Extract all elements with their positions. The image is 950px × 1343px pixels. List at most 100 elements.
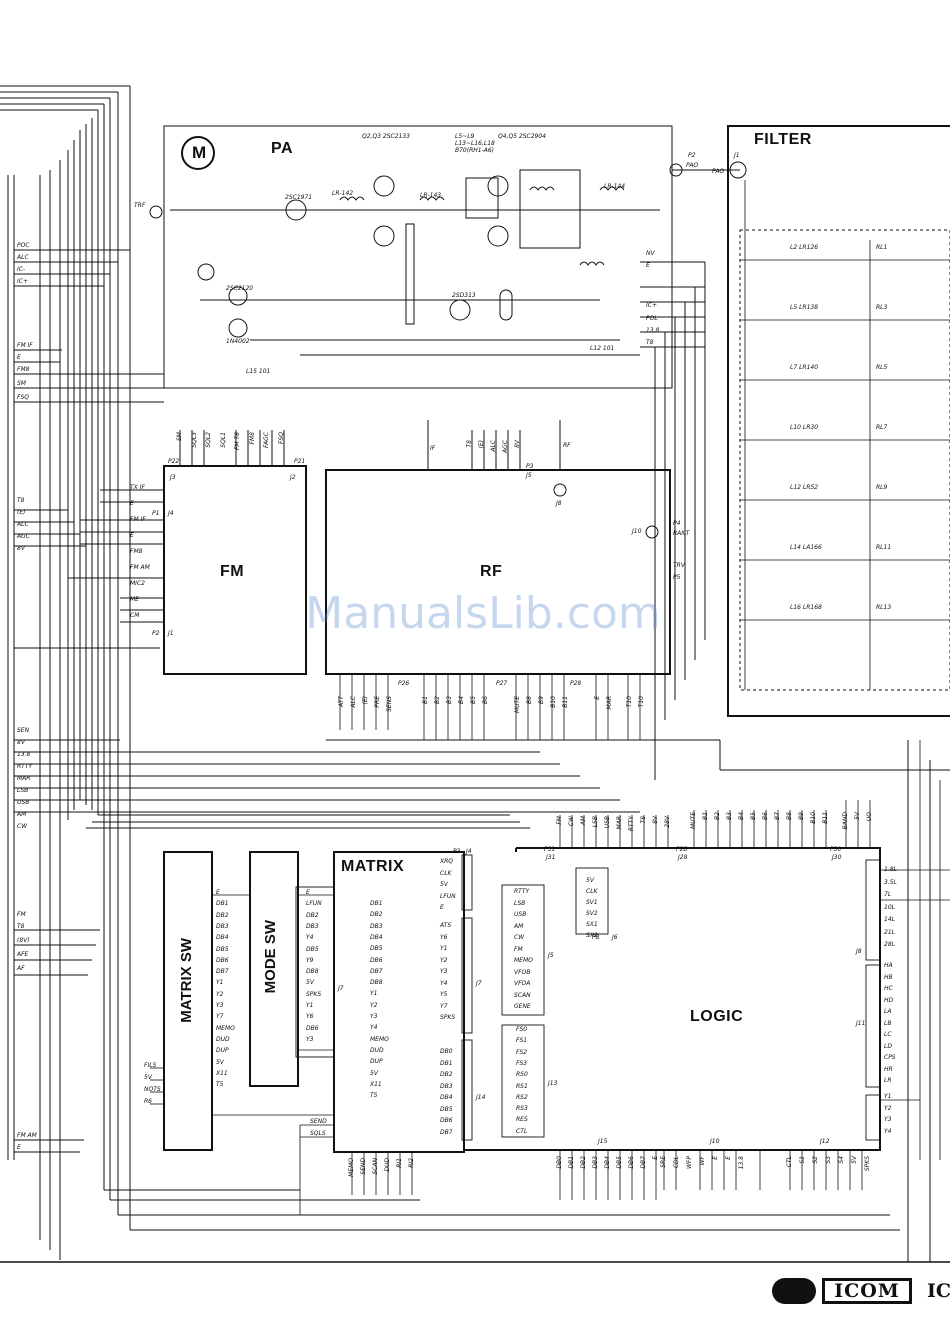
matrix-sw-pin-3: DB3 <box>216 922 229 930</box>
logic-j31-pin-6: RTTY <box>628 816 635 832</box>
left-edge-pin-27: AF <box>17 965 25 972</box>
rf-p28-label: P28 <box>570 680 582 687</box>
mode-sw-pin-10: Y1 <box>306 1002 314 1009</box>
logic-j5-pin-8: VFOA <box>514 980 531 987</box>
logic-j15-pin-6: DB6 <box>628 1156 635 1169</box>
logic-j15-pin-0: DB0 <box>556 1156 563 1169</box>
filter-coil-0: L2 LR126 <box>790 244 819 251</box>
matrix-pin-9: Y2 <box>370 1001 378 1009</box>
matrix-sw-left-pin-3: R6 <box>144 1098 152 1105</box>
matrix-sw-left-pin-1: 5V <box>144 1074 152 1081</box>
fm-p21-label: P21 <box>294 458 306 465</box>
logic-j30-label: J30 <box>832 854 842 861</box>
matrix-sw-pin-17: T5 <box>216 1081 224 1089</box>
mode-sw-pin-0: E <box>306 889 310 896</box>
mode-sw-pin-12: DB6 <box>306 1024 319 1032</box>
rf-bottom-pin-2-3: B10 <box>550 696 557 708</box>
matrix-right-top-pin-2: 5V <box>440 881 448 888</box>
logic-j12-pin-3: Y4 <box>884 1127 892 1135</box>
logic-j6-pin-1: CLK <box>586 888 598 895</box>
rf-bottom-pin-0-4: SENS <box>386 696 393 712</box>
left-edge-pin-6: FM8 <box>17 366 30 373</box>
logic-j8-pin-2: 7L <box>884 891 892 898</box>
logic-j6-pin-3: SV2 <box>586 910 598 917</box>
rf-bottom-pin-0-0: ATT <box>338 696 345 707</box>
matrix-sw-pin-0: E <box>216 889 220 896</box>
matrix-pin-6: DB7 <box>370 967 383 975</box>
logic-j8-pin-0: 1.8L <box>884 866 897 873</box>
logic-j5-pin-2: USB <box>514 911 527 918</box>
fm-j1-label: J1 <box>168 630 174 637</box>
pa-nv-label: NV <box>646 250 655 257</box>
matrix-right-top-pin-0: XRQ <box>440 858 454 865</box>
logic-j6-pin-5: SX2 <box>586 932 598 939</box>
logic-j11-pin-3: HD <box>884 996 894 1004</box>
matrix-pin-17: T5 <box>370 1092 378 1100</box>
matrix-bottom-pin-1: SEND <box>360 1158 367 1175</box>
logic-j28-pin-4: B4 <box>738 812 745 820</box>
logic-j13-pin-3: FS3 <box>516 1059 528 1067</box>
logic-j13-pin-6: RS2 <box>516 1093 528 1101</box>
rf-trv-label: TRV <box>673 562 685 569</box>
matrix-sw-pin-2: DB2 <box>216 911 229 919</box>
pa-138-label: 13.8 <box>646 327 660 334</box>
logic-j5-pin-10: GENE <box>514 1003 531 1010</box>
pa-block-title: PA <box>271 140 294 157</box>
matrix-pin-15: 5V <box>370 1069 378 1077</box>
fm-top-pin-0: SM <box>176 432 183 441</box>
logic-j12-pin-0: Y1 <box>884 1093 892 1100</box>
logic-j13-pin-2: FS2 <box>516 1048 528 1056</box>
matrix-pin-5: DB6 <box>370 956 383 964</box>
logic-j10-pin-0: SRE <box>660 1156 667 1168</box>
logic-j13-pin-8: RES <box>516 1116 528 1124</box>
pa-l12-label: L12 101 <box>590 345 615 352</box>
rf-bottom-pin-1-5: B6 <box>482 696 489 704</box>
rf-bottom-pin-2-2: B9 <box>538 696 545 704</box>
rf-bottom-pin-1-1: B2 <box>434 696 441 704</box>
rf-bottom-pin-2-0: MUTE <box>514 696 521 714</box>
logic-j11-label: J11 <box>856 1020 866 1027</box>
left-edge-pin-9: T8 <box>17 497 25 504</box>
filter-band-1: RL3 <box>876 304 888 311</box>
pa-t8-label: T8 <box>646 339 654 346</box>
left-edge-pin-16: 13.8 <box>17 751 31 758</box>
rf-top-pin-2: ALC <box>490 440 497 452</box>
matrix-right-mid-pin-5: Y4 <box>440 979 448 987</box>
left-edge-pin-2: IC- <box>17 266 26 273</box>
matrix-pin-2: DB3 <box>370 922 383 930</box>
matrix-sw-left-pin-0: FILS <box>144 1062 157 1069</box>
matrix-sw-block-title: MATRIX SW <box>178 938 195 1023</box>
logic-p30-label: P30 <box>830 846 842 853</box>
fm-left-pin-1: E <box>130 500 134 507</box>
left-edge-pin-18: MAR <box>17 775 31 782</box>
matrix-bottom-pin-5: RI2 <box>408 1158 415 1168</box>
pa-lr144-label: LR-144 <box>604 183 626 190</box>
logic-j12-pin-2: Y3 <box>884 1116 892 1123</box>
fm-left-pin-2: FM IF <box>130 516 146 523</box>
left-edge-pin-15: 8V <box>17 739 25 746</box>
logic-j30-pin-1: 5V <box>854 812 861 820</box>
fm-p22-label: P22 <box>168 458 180 465</box>
pa-l5l9-label: L5~L9 <box>455 133 475 140</box>
filter-coil-3: L10 LR30 <box>790 424 819 431</box>
matrix-right-bot-pin-1: DB1 <box>440 1059 453 1067</box>
fm-p2-label: P2 <box>152 630 160 637</box>
matrix-right-top-pin-4: E <box>440 904 444 911</box>
rf-bottom-pin-0-2: (E) <box>362 696 369 705</box>
rf-bottom-pin-0-1: ALC <box>350 696 357 708</box>
logic-j11-pin-0: HA <box>884 962 893 969</box>
left-edge-pin-28: FM AM <box>17 1132 37 1139</box>
matrix-pin-16: X11 <box>370 1080 382 1088</box>
filter-coil-2: L7 LR140 <box>790 364 819 371</box>
model-prefix: IC <box>927 1280 950 1302</box>
logic-j12b-pin-2: S2 <box>812 1156 819 1164</box>
pa-q1-label: 2SC1971 <box>285 194 313 201</box>
logic-j15-pin-3: DB3 <box>592 1156 599 1169</box>
rf-bottom-pin-2-4: B11 <box>562 696 569 708</box>
filter-band-4: RL9 <box>876 484 888 491</box>
left-edge-pin-21: AM <box>17 811 27 818</box>
mode-sw-pin-6: Y9 <box>306 956 314 964</box>
logic-j5-pin-7: VFOB <box>514 968 531 976</box>
logic-j5-pin-6: MEMO <box>514 957 533 964</box>
logic-j8-pin-5: 21L <box>884 928 895 936</box>
